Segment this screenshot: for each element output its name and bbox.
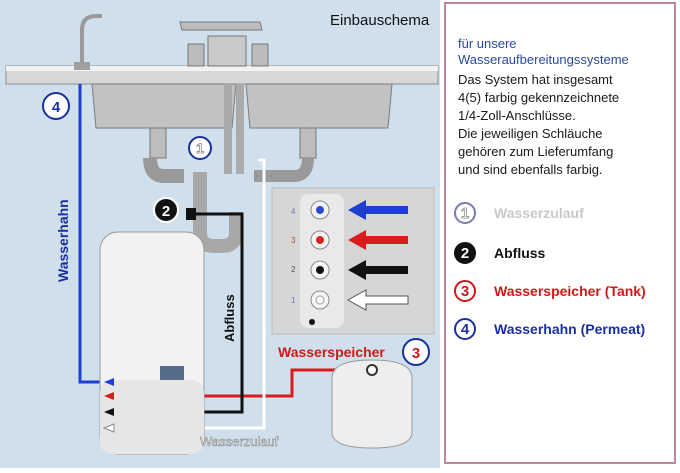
port-inset-photo: 4 3 2 1 (271, 187, 435, 335)
badge-1: 1 (188, 136, 212, 160)
filter-faucet (74, 14, 102, 70)
filter-unit (99, 231, 205, 455)
info-body-line: Die jeweiligen Schläuche (458, 126, 603, 141)
label-wasserspeicher: Wasserspeicher (278, 344, 385, 360)
sink (5, 65, 439, 253)
legend-number: 3 (454, 280, 476, 302)
label-wasserzulauf: Wasserzulauf (200, 434, 279, 449)
legend-label: Abfluss (494, 245, 546, 261)
badge-2: 2 (153, 197, 179, 223)
inset-port-number-4: 4 (291, 207, 296, 216)
info-body-line: und sind ebenfalls farbig. (458, 162, 603, 177)
svg-text:1: 1 (196, 140, 204, 156)
legend-label: Wasserspeicher (Tank) (494, 283, 646, 299)
svg-text:2: 2 (162, 203, 170, 220)
tubes (78, 84, 372, 430)
label-abfluss: Abfluss (222, 294, 237, 342)
svg-text:3: 3 (412, 345, 420, 362)
inset-port-number-1: 1 (291, 296, 296, 305)
info-panel: für unsere Wasseraufbereitungssysteme Da… (444, 2, 676, 464)
inset-port-number-2: 2 (291, 265, 296, 274)
diagram-canvas: Einbauschema (5, 12, 439, 455)
badge-4: 4 (42, 92, 70, 120)
legend-number: 2 (454, 242, 476, 264)
info-body-line: Das System hat insgesamt (458, 72, 613, 87)
legend-number: 1 (454, 202, 476, 224)
inset-port-number-3: 3 (291, 236, 296, 245)
info-body-line: 4(5) farbig gekennzeichnete (458, 90, 620, 105)
info-heading-line2: Wasseraufbereitungssysteme (458, 52, 629, 67)
legend-number: 4 (454, 318, 476, 340)
info-body-line: 1/4-Zoll-Anschlüsse. (458, 108, 576, 123)
svg-text:4: 4 (52, 99, 61, 116)
legend-label: Wasserhahn (Permeat) (494, 321, 646, 337)
legend-label: Wasserzulauf (494, 205, 584, 221)
main-faucet (179, 21, 269, 174)
label-wasserhahn: Wasserhahn (55, 199, 71, 282)
diagram-title: Einbauschema (330, 12, 430, 29)
info-body-line: gehören zum Lieferumfang (458, 144, 614, 159)
info-heading-line1: für unsere (458, 36, 517, 51)
storage-tank (331, 359, 413, 449)
installation-diagram: Einbauschema (0, 0, 440, 468)
badge-3: 3 (402, 338, 430, 366)
